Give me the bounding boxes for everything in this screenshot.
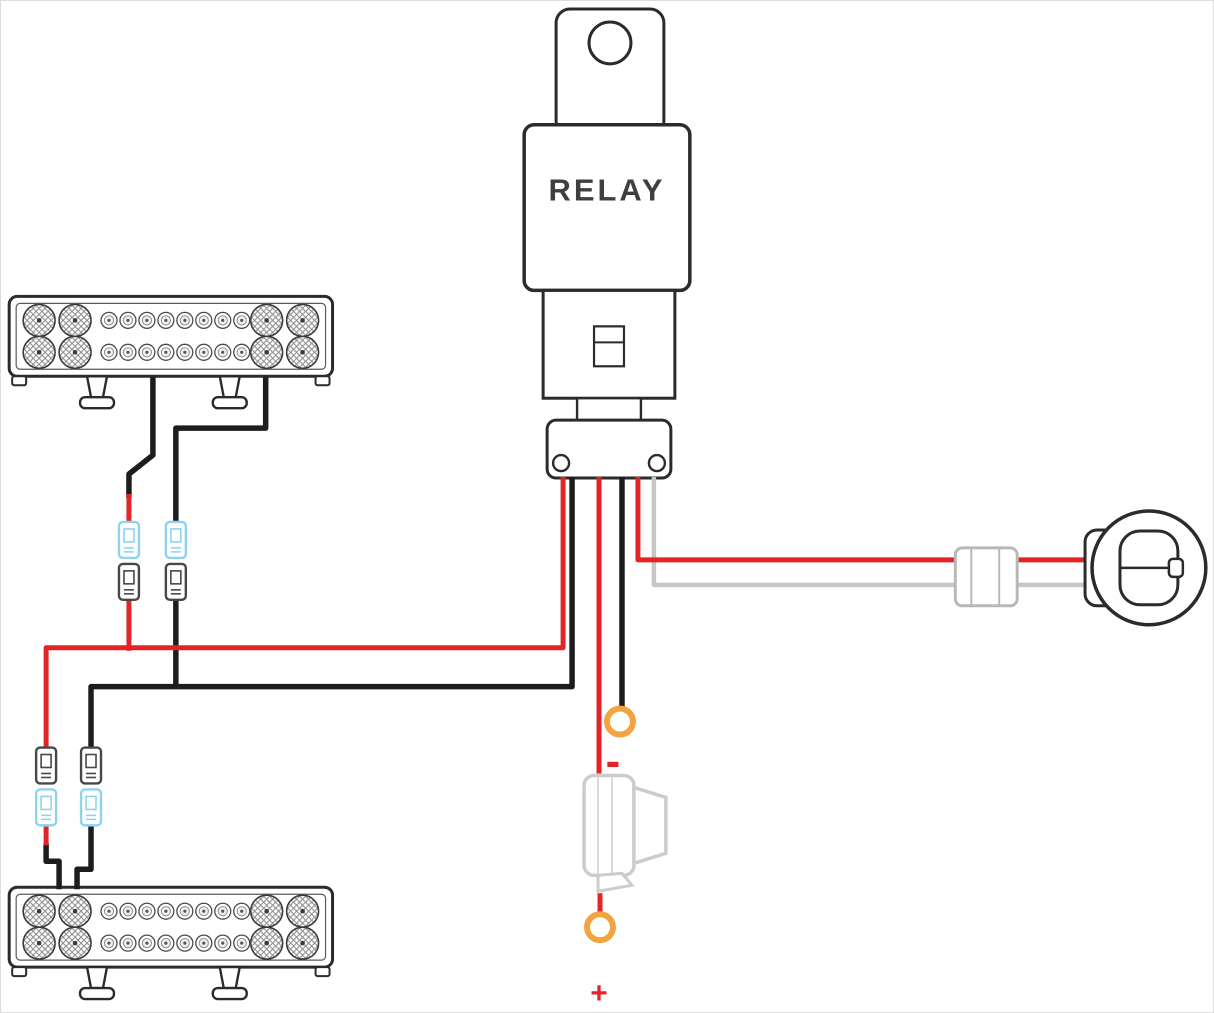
- fuse-holder-body: [582, 773, 636, 878]
- spade-connector-top-right-dark: [164, 562, 188, 602]
- wire-lightbar-positive-red: [43, 477, 566, 754]
- spade-connector-bottom-right-blue: [79, 788, 103, 827]
- led-light-bar-top: [9, 296, 332, 408]
- rocker-switch-nub: [1167, 557, 1185, 579]
- negative-label: -: [606, 736, 621, 785]
- relay-terminal-left: [551, 453, 571, 473]
- fuse-holder-cap: [632, 785, 668, 866]
- wire-switch-power-red: [635, 477, 1092, 563]
- relay-latch: [592, 325, 626, 368]
- led-light-bar-bottom: [9, 887, 332, 999]
- fuse-holder: [582, 773, 668, 894]
- positive-label: +: [590, 977, 607, 1010]
- wire-switch-signal-gray: [651, 477, 1092, 588]
- wire-top-bar-pigtail-1-black: [126, 377, 156, 499]
- wires: [43, 377, 1092, 916]
- fuse-holder-latch: [596, 871, 635, 894]
- wire-bottom-bar-pigtail-1-black: [43, 843, 62, 890]
- relay-assembly: RELAY: [522, 7, 692, 480]
- spade-connector-bottom-left-blue: [34, 788, 58, 827]
- switch-connector-shell: [953, 546, 1019, 608]
- relay-mounting-hole: [587, 20, 633, 66]
- ring-terminal-positive: [587, 914, 613, 940]
- spade-connector-top-right-blue: [164, 520, 188, 560]
- relay-terminal-right: [647, 453, 667, 473]
- wire-top-bar-pigtail-2-black: [173, 377, 269, 524]
- spade-connector-top-left-blue: [117, 520, 141, 560]
- switch-connector: [953, 546, 1019, 608]
- wire-lightbar-negative-black: [88, 477, 575, 754]
- relay-socket-base: [545, 418, 673, 480]
- spade-connector-top-left-dark: [117, 562, 141, 602]
- wire-bottom-bar-pigtail-2-black: [74, 821, 94, 890]
- relay-socket-step: [575, 397, 643, 424]
- spade-connector-bottom-left-dark: [34, 746, 58, 785]
- rocker-switch: [1083, 509, 1208, 627]
- relay-label: RELAY: [549, 173, 666, 208]
- spade-connector-bottom-right-dark: [79, 746, 103, 785]
- ring-terminal-negative: [607, 709, 633, 735]
